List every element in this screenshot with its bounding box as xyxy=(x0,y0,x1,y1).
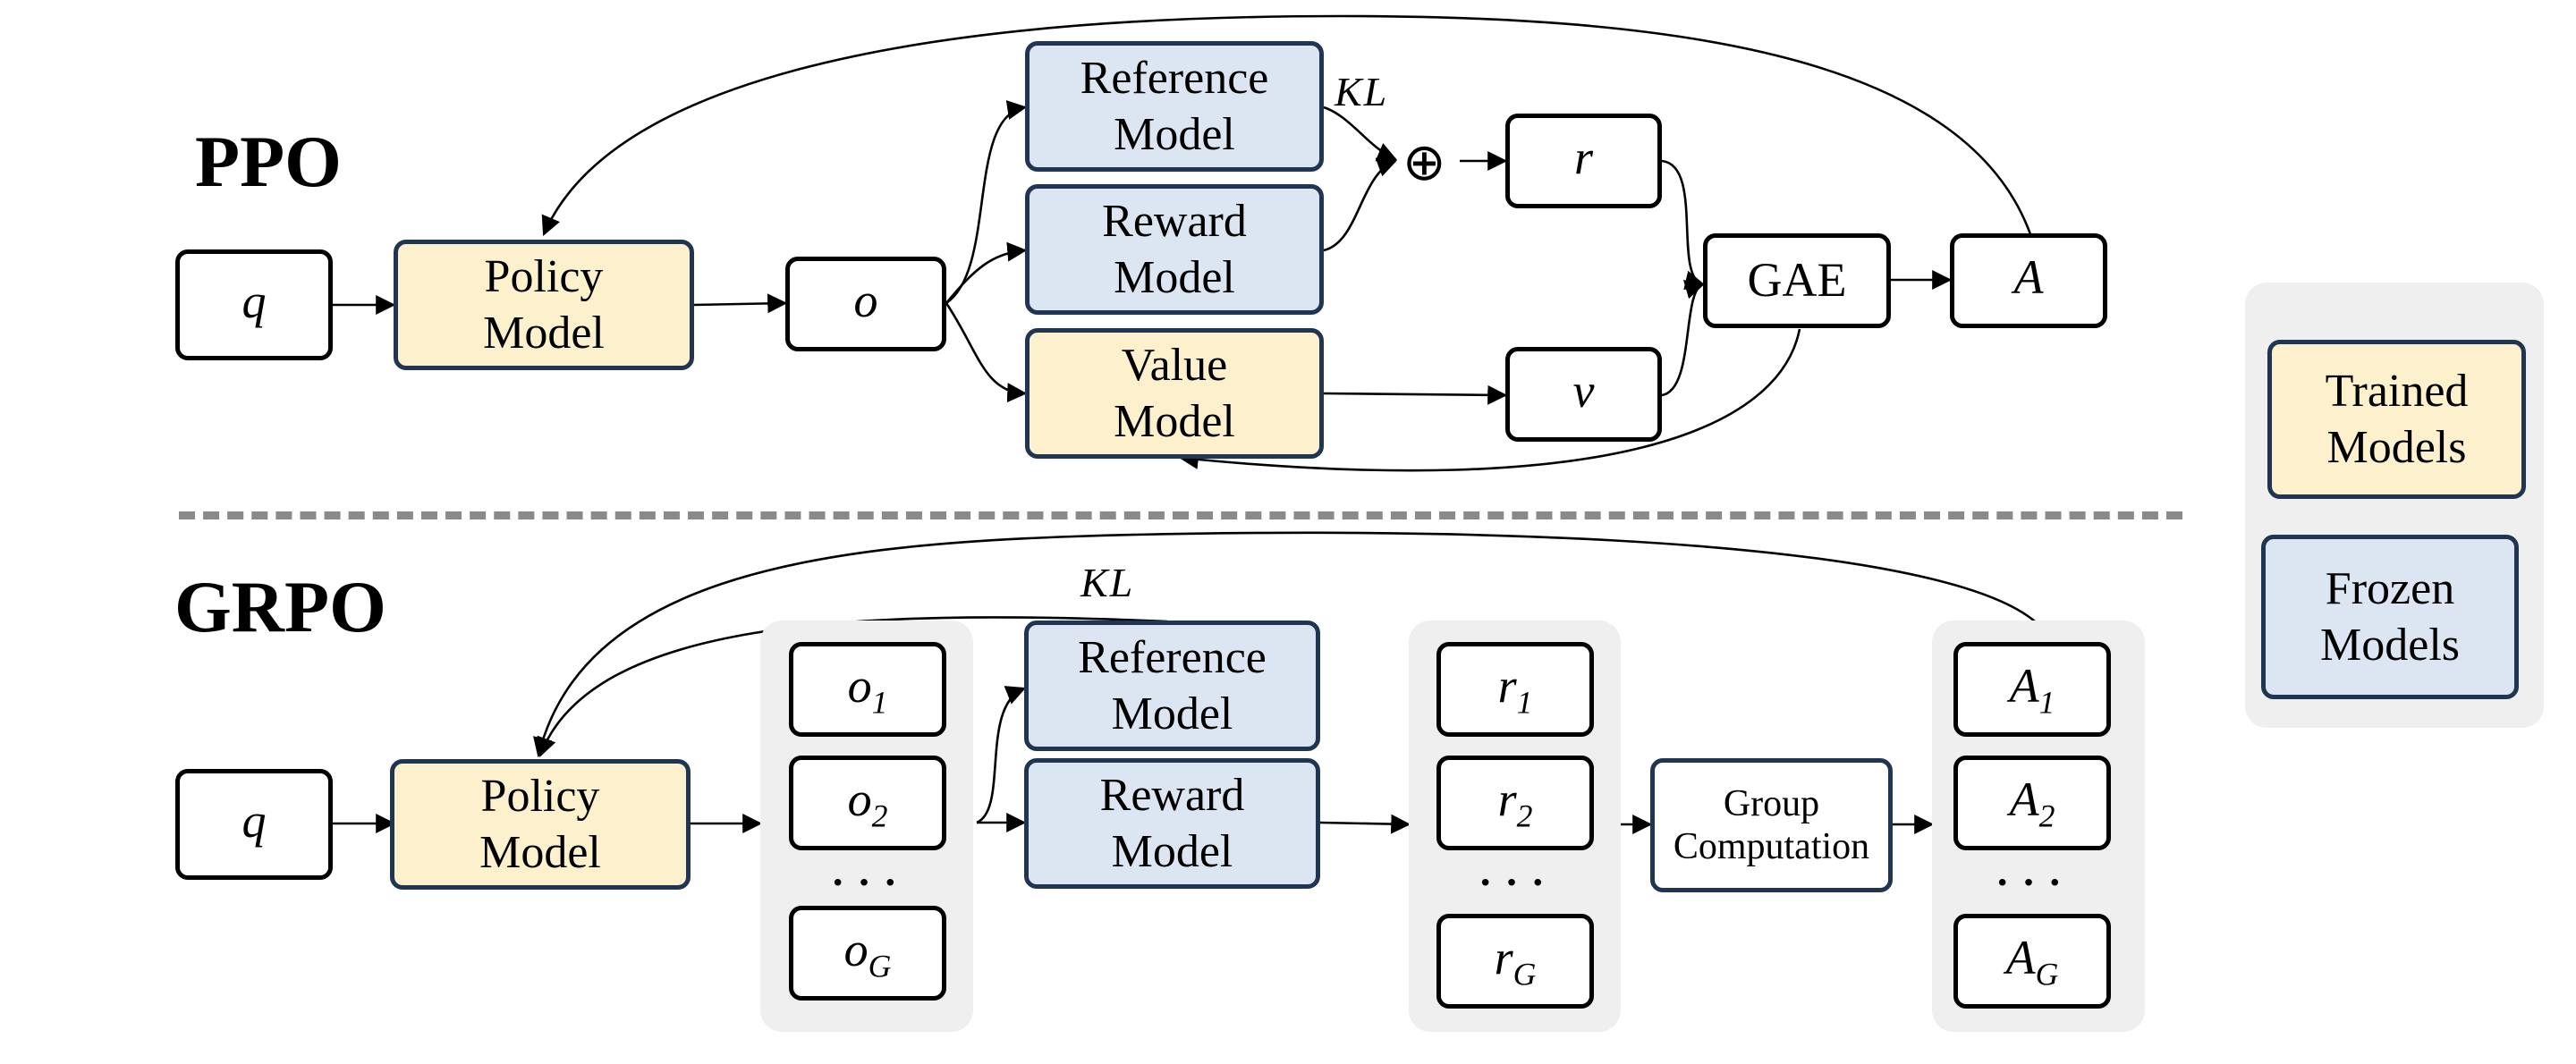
ppo-value-model: Value Model xyxy=(1025,328,1324,459)
grpo-output-label-g: oG xyxy=(843,922,892,984)
ppo-policy-model: Policy Model xyxy=(394,240,694,370)
grpo-query-label: q xyxy=(242,793,267,848)
grpo-group-computation: Group Computation xyxy=(1650,758,1893,892)
grpo-group-computation-label: Group Computation xyxy=(1673,782,1870,867)
ppo-reward-model: Reward Model xyxy=(1025,184,1324,315)
ppo-gae-box: GAE xyxy=(1703,233,1891,328)
legend-trained-label: Trained Models xyxy=(2325,365,2469,473)
ppo-reward-model-label: Reward Model xyxy=(1102,195,1247,303)
ppo-gae-label: GAE xyxy=(1747,253,1847,308)
grpo-advantage-label-1: A1 xyxy=(2009,658,2055,720)
arrow-o-to-value xyxy=(945,302,1028,403)
grpo-query-box: q xyxy=(175,769,333,880)
grpo-policy-model: Policy Model xyxy=(390,759,691,890)
grpo-reward-label-g: rG xyxy=(1494,930,1537,992)
arrow-reward-to-sum xyxy=(1323,157,1398,252)
legend-trained-models: Trained Models xyxy=(2267,340,2526,499)
arrow-v-to-gae xyxy=(1661,280,1706,397)
grpo-reward-box-2: r2 xyxy=(1436,756,1594,850)
grpo-reward-model: Reward Model xyxy=(1024,758,1320,889)
ppo-reference-model-label: Reference Model xyxy=(1080,52,1269,160)
arrow-policy-to-o xyxy=(693,293,788,314)
grpo-advantage-label-g: AG xyxy=(2005,930,2059,992)
arrow-gae-to-value xyxy=(1178,328,1801,472)
grpo-advantage-box-1: A1 xyxy=(1953,642,2111,737)
ppo-reference-model: Reference Model xyxy=(1025,41,1324,172)
grpo-output-label-2: o2 xyxy=(847,772,888,833)
ppo-query-box: q xyxy=(175,249,333,360)
arrow-outputs-to-reference xyxy=(976,686,1027,824)
ppo-value-model-label: Value Model xyxy=(1114,339,1235,447)
ppo-output-box: o xyxy=(785,257,946,351)
arrow-reference-to-sum xyxy=(1323,106,1398,162)
ppo-sum-symbol: ⊕ xyxy=(1402,131,1446,192)
legend-frozen-models: Frozen Models xyxy=(2261,535,2519,699)
arrow-value-to-v xyxy=(1323,384,1508,405)
arrow-reference-kl-to-policy xyxy=(537,616,1168,758)
grpo-title: GRPO xyxy=(174,566,386,647)
grpo-reward-box-g: rG xyxy=(1436,914,1594,1009)
arrow-o-to-reward xyxy=(945,241,1028,304)
grpo-reward-model-label: Reward Model xyxy=(1099,769,1245,877)
ppo-reward-value-box: r xyxy=(1505,114,1662,208)
grpo-advantage-box-2: A2 xyxy=(1953,756,2111,850)
arrow-r-to-gae xyxy=(1661,159,1706,291)
ppo-query-label: q xyxy=(242,274,267,328)
grpo-advantage-label-2: A2 xyxy=(2009,772,2055,833)
grpo-reward-label-2: r2 xyxy=(1497,772,1533,833)
grpo-kl-label: KL xyxy=(1080,560,1135,605)
ppo-kl-label: KL xyxy=(1335,69,1389,114)
grpo-output-label-1: o1 xyxy=(847,658,888,720)
grpo-rewards-ellipsis: ··· xyxy=(1476,850,1555,914)
ppo-reward-value-label: r xyxy=(1573,130,1593,184)
grpo-reward-label-1: r1 xyxy=(1497,658,1533,720)
arrow-advantages-to-policy xyxy=(533,531,2036,758)
ppo-output-label: o xyxy=(853,273,878,327)
grpo-reference-model: Reference Model xyxy=(1024,621,1320,751)
ppo-value-estimate-box: v xyxy=(1505,347,1662,442)
ppo-advantage-box: A xyxy=(1950,233,2107,328)
ppo-policy-model-label: Policy Model xyxy=(483,250,605,359)
legend-frozen-label: Frozen Models xyxy=(2320,562,2460,671)
grpo-advantage-box-g: AG xyxy=(1953,914,2111,1009)
grpo-advantages-ellipsis: ··· xyxy=(1993,850,2072,914)
arrow-reward-to-rewards xyxy=(1319,814,1411,834)
grpo-reference-model-label: Reference Model xyxy=(1078,631,1267,739)
grpo-outputs-ellipsis: ··· xyxy=(828,850,907,914)
ppo-title: PPO xyxy=(195,121,342,202)
grpo-reward-box-1: r1 xyxy=(1436,642,1594,737)
arrow-a-to-policy xyxy=(541,14,2032,237)
arrow-o-to-reference xyxy=(945,100,1028,305)
grpo-output-box-2: o2 xyxy=(789,756,946,850)
section-divider xyxy=(179,511,2182,519)
grpo-policy-model-label: Policy Model xyxy=(479,770,601,878)
ppo-value-estimate-label: v xyxy=(1572,363,1595,418)
grpo-output-box-1: o1 xyxy=(789,642,946,737)
ppo-advantage-label: A xyxy=(2013,249,2044,304)
grpo-output-box-g: oG xyxy=(789,906,946,1001)
